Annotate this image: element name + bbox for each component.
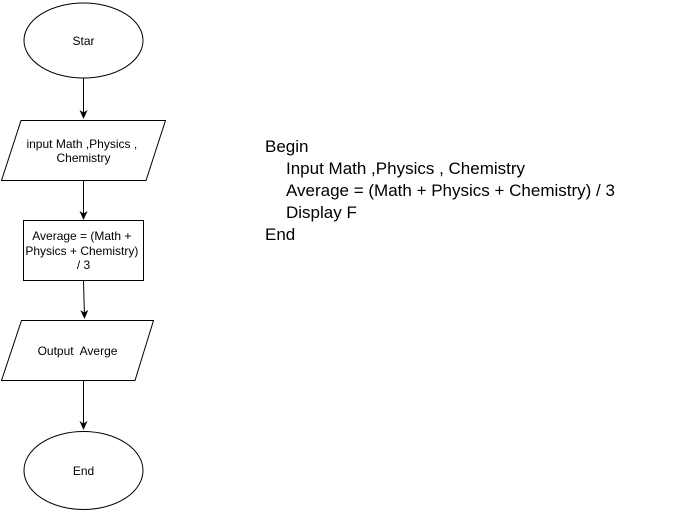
output-label: Output Averge — [38, 344, 118, 358]
pseudocode-line-begin: Begin — [265, 137, 309, 156]
pseudocode-line-end: End — [265, 225, 296, 244]
pseudocode-line-input: Input Math ,Physics , Chemistry — [286, 159, 526, 178]
process-label-line-3: / 3 — [77, 258, 91, 272]
start-label: Star — [72, 34, 94, 48]
input-label-line-1: input Math ,Physics , — [26, 137, 137, 151]
input-parallelogram — [0, 120, 167, 181]
pseudocode-block: Begin Input Math ,Physics , Chemistry Av… — [265, 136, 615, 246]
end-label: End — [73, 464, 94, 478]
process-box — [23, 220, 144, 281]
end-terminator — [23, 431, 144, 510]
pseudocode-line-average: Average = (Math + Physics + Chemistry) /… — [286, 181, 615, 200]
output-parallelogram — [0, 320, 155, 381]
process-label-line-1: Average = (Math + — [32, 229, 131, 243]
process-label-line-2: Physics + Chemistry) — [25, 244, 138, 258]
flowchart: Star input Math ,Physics , Chemistry Ave… — [0, 2, 167, 510]
input-label-line-2: Chemistry — [56, 151, 110, 165]
pseudocode-line-display: Display F — [286, 203, 357, 222]
input-label: input Math ,Physics , Chemistry — [26, 137, 140, 165]
process-label: Average = (Math + Physics + Chemistry) /… — [25, 229, 141, 272]
arrow-process-to-output — [80, 280, 89, 319]
